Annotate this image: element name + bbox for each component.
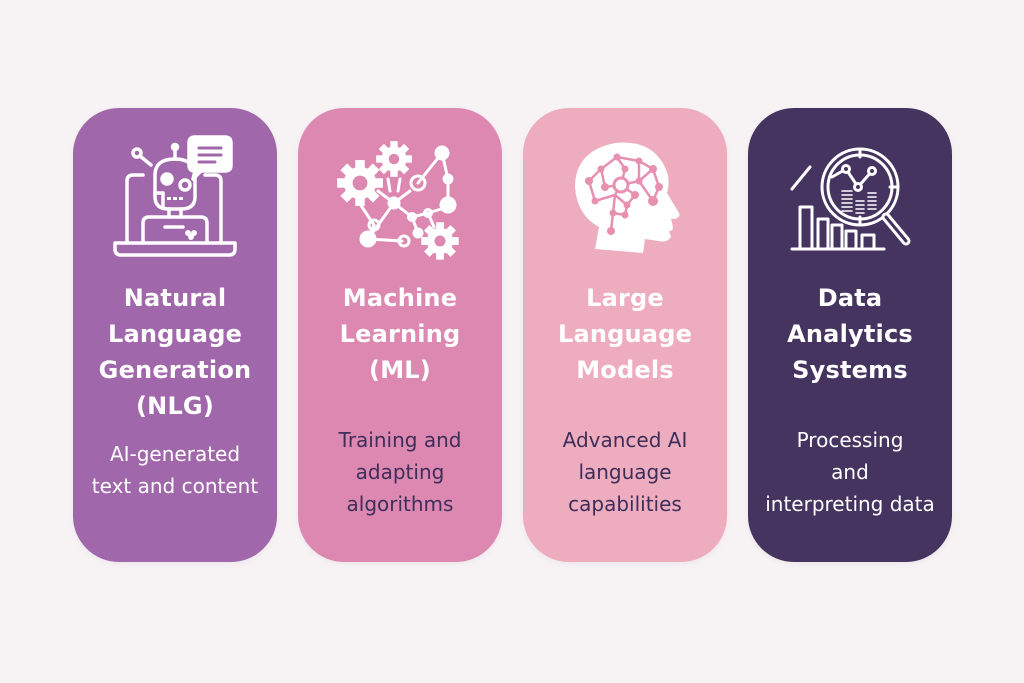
bar-chart-magnifier-icon	[748, 126, 952, 266]
card-title: Natural Language Generation (NLG)	[79, 280, 271, 424]
title-line: (ML)	[369, 356, 431, 384]
desc-line: adapting	[355, 460, 445, 484]
title-line: Language	[557, 320, 693, 348]
card-description: Training and adapting algorithms	[302, 424, 498, 520]
card-machine-learning: Machine Learning (ML) Training and adapt…	[298, 108, 502, 562]
card-title: Data Analytics Systems	[754, 280, 946, 388]
title-line: (NLG)	[135, 392, 214, 420]
card-description: AI-generated text and content	[77, 438, 273, 502]
desc-line: AI-generated	[109, 442, 241, 466]
card-title: Large Language Models	[529, 280, 721, 388]
title-line: Language	[107, 320, 243, 348]
desc-line: Training and	[338, 428, 462, 452]
desc-line: capabilities	[568, 492, 682, 516]
title-line: Natural	[123, 284, 227, 312]
robot-laptop-chat-icon	[73, 126, 277, 266]
card-data-analytics-systems: Data Analytics Systems Processing and in…	[748, 108, 952, 562]
title-line: Models	[576, 356, 674, 384]
gears-network-icon	[298, 126, 502, 266]
title-line: Machine	[342, 284, 458, 312]
title-line: Systems	[792, 356, 908, 384]
desc-line: text and content	[91, 474, 259, 498]
desc-line: language	[578, 460, 672, 484]
title-line: Analytics	[787, 320, 913, 348]
card-title: Machine Learning (ML)	[304, 280, 496, 388]
title-line: Large	[586, 284, 664, 312]
card-large-language-models: Large Language Models Advanced AI langua…	[523, 108, 727, 562]
desc-line: Advanced AI	[562, 428, 688, 452]
desc-line: algorithms	[346, 492, 454, 516]
card-description: Advanced AI language capabilities	[527, 424, 723, 520]
card-natural-language-generation: Natural Language Generation (NLG) AI-gen…	[73, 108, 277, 562]
card-description: Processing and interpreting data	[752, 424, 948, 520]
title-line: Data	[817, 284, 883, 312]
title-line: Learning	[339, 320, 461, 348]
desc-line: interpreting data	[765, 492, 935, 516]
head-neural-network-icon	[523, 126, 727, 266]
desc-line: and	[831, 460, 869, 484]
title-line: Generation	[98, 356, 252, 384]
desc-line: Processing	[796, 428, 904, 452]
